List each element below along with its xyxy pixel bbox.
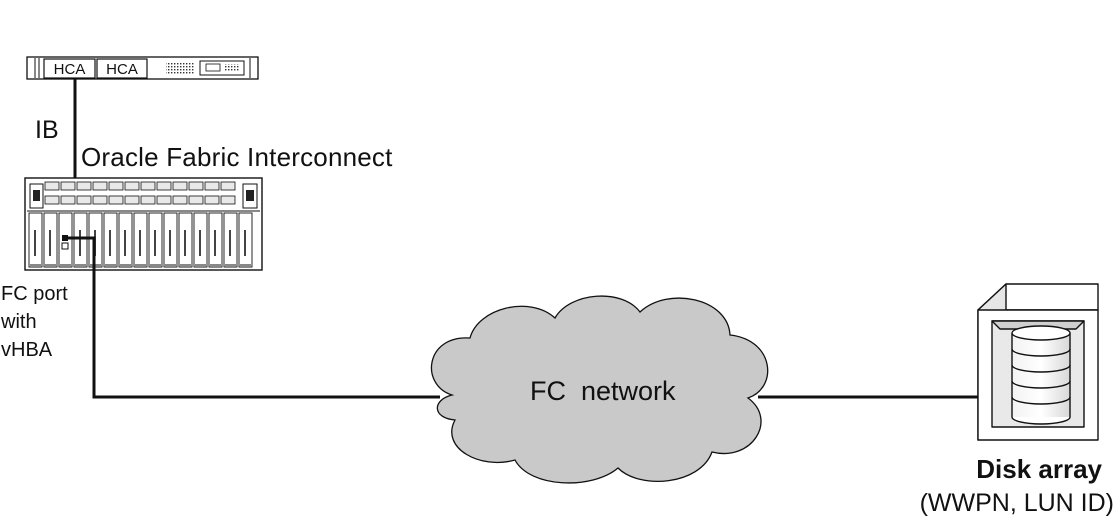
interconnect-title: Oracle Fabric Interconnect: [81, 142, 393, 172]
fc-port-label-line-2: with: [1, 311, 37, 333]
hca-card-1: [43, 58, 96, 79]
fc-network-label: FC network: [530, 376, 676, 406]
power-supply-left: [29, 183, 44, 209]
disk-array-subtitle: (WWPN, LUN ID): [919, 489, 1114, 517]
hca-label-1: HCA: [54, 61, 86, 78]
slot-latches: [30, 264, 251, 268]
fc-port-label-line-3: vHBA: [1, 339, 53, 361]
vent-grille: [166, 60, 245, 76]
power-supply-right: [242, 183, 258, 209]
interconnect-chassis: [24, 177, 263, 271]
fc-port-label-line-1: FC port: [1, 283, 68, 305]
fc-port: [61, 235, 69, 250]
top-port-row: [44, 181, 236, 205]
hca-card-2: [96, 58, 148, 79]
disk-array-icon: [977, 283, 1099, 441]
server-chassis: HCA HCA: [26, 56, 259, 80]
fc-link-left: [66, 236, 440, 399]
ib-link-label: IB: [35, 116, 59, 144]
fc-port-label: FC port with vHBA: [1, 280, 68, 364]
disk-array-title: Disk array: [976, 454, 1102, 484]
disk-stack: [1011, 325, 1071, 425]
hca-label-2: HCA: [106, 61, 138, 78]
fc-network-cloud: [430, 295, 769, 484]
